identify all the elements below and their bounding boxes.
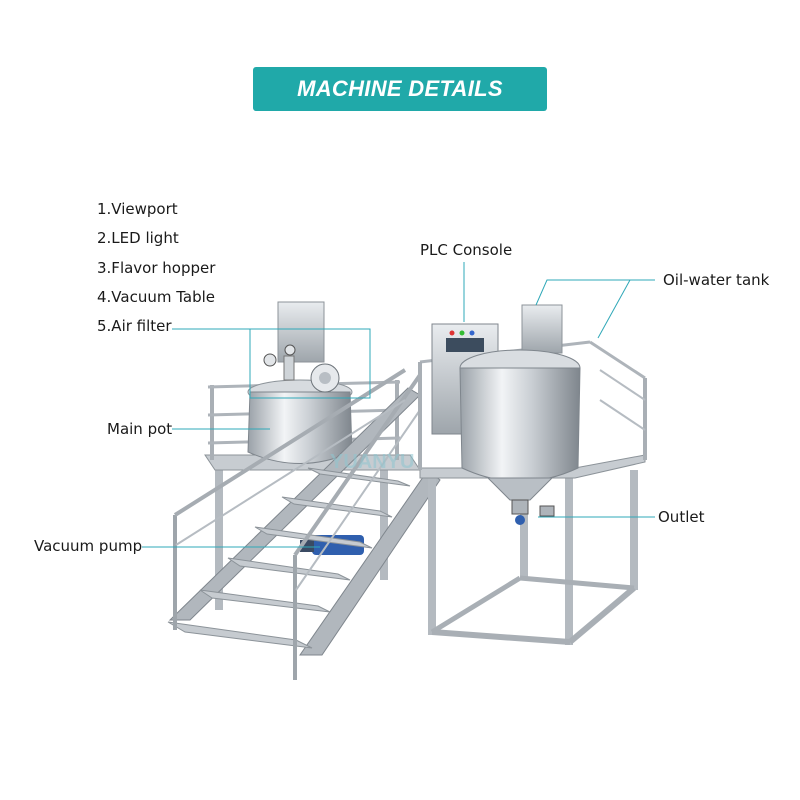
oil-water-tank bbox=[459, 304, 581, 501]
parts-list-item-flavor-hopper: 3.Flavor hopper bbox=[97, 259, 216, 277]
callout-plc-console: PLC Console bbox=[420, 241, 513, 259]
callout-oil-water-tank: Oil-water tank bbox=[663, 271, 770, 289]
section-title-banner: MACHINE DETAILS bbox=[253, 67, 547, 111]
parts-list-item-led-light: 2.LED light bbox=[97, 229, 179, 247]
outlet bbox=[511, 499, 555, 525]
callout-outlet: Outlet bbox=[658, 508, 705, 526]
main-pot bbox=[247, 301, 353, 464]
leader-lines bbox=[142, 262, 655, 548]
parts-list-item-vacuum-table: 4.Vacuum Table bbox=[97, 288, 216, 306]
callout-vacuum-pump: Vacuum pump bbox=[34, 537, 143, 555]
parts-list-item-air-filter: 5.Air filter bbox=[97, 317, 172, 335]
watermark: YUANYU bbox=[330, 451, 414, 473]
callout-main-pot: Main pot bbox=[107, 420, 173, 438]
parts-list-item-viewport: 1.Viewport bbox=[97, 200, 178, 218]
